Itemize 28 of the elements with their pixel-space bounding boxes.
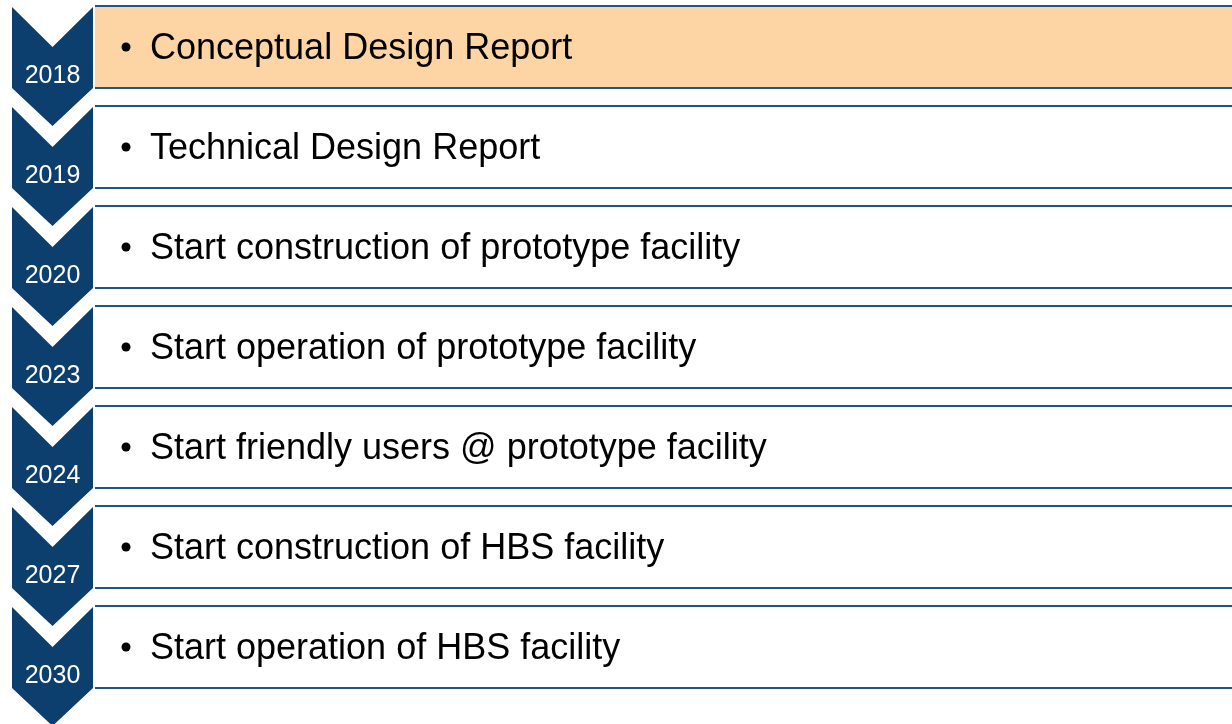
year-banner bbox=[12, 507, 93, 626]
milestone-text: Conceptual Design Report bbox=[150, 26, 573, 68]
milestone-text: Start friendly users @ prototype facility bbox=[150, 426, 767, 468]
year-label: 2023 bbox=[23, 359, 82, 389]
year-label: 2027 bbox=[23, 559, 82, 589]
milestone-text: Start operation of HBS facility bbox=[150, 626, 621, 668]
year-label: 2030 bbox=[23, 659, 82, 689]
year-banner bbox=[12, 407, 93, 526]
milestone-bar bbox=[95, 105, 1232, 189]
year-banner bbox=[12, 7, 93, 126]
milestone-bar bbox=[95, 505, 1232, 589]
year-banner bbox=[12, 207, 93, 326]
milestone-text: Start construction of prototype facility bbox=[150, 226, 741, 268]
year-banner bbox=[12, 107, 93, 226]
milestone-bar bbox=[95, 405, 1232, 489]
milestone-bar bbox=[95, 205, 1232, 289]
year-label: 2020 bbox=[23, 259, 82, 289]
milestone-text: Start operation of prototype facility bbox=[150, 326, 697, 368]
year-label: 2024 bbox=[23, 459, 82, 489]
milestone-bar bbox=[95, 605, 1232, 689]
year-banner bbox=[12, 607, 93, 724]
milestone-text: Technical Design Report bbox=[150, 126, 541, 168]
milestone-text: Start construction of HBS facility bbox=[150, 526, 665, 568]
year-label: 2019 bbox=[23, 159, 82, 189]
highlighted-milestone-bar bbox=[95, 5, 1232, 89]
milestone-bar bbox=[95, 305, 1232, 389]
year-banner bbox=[12, 307, 93, 426]
year-label: 2018 bbox=[23, 59, 82, 89]
